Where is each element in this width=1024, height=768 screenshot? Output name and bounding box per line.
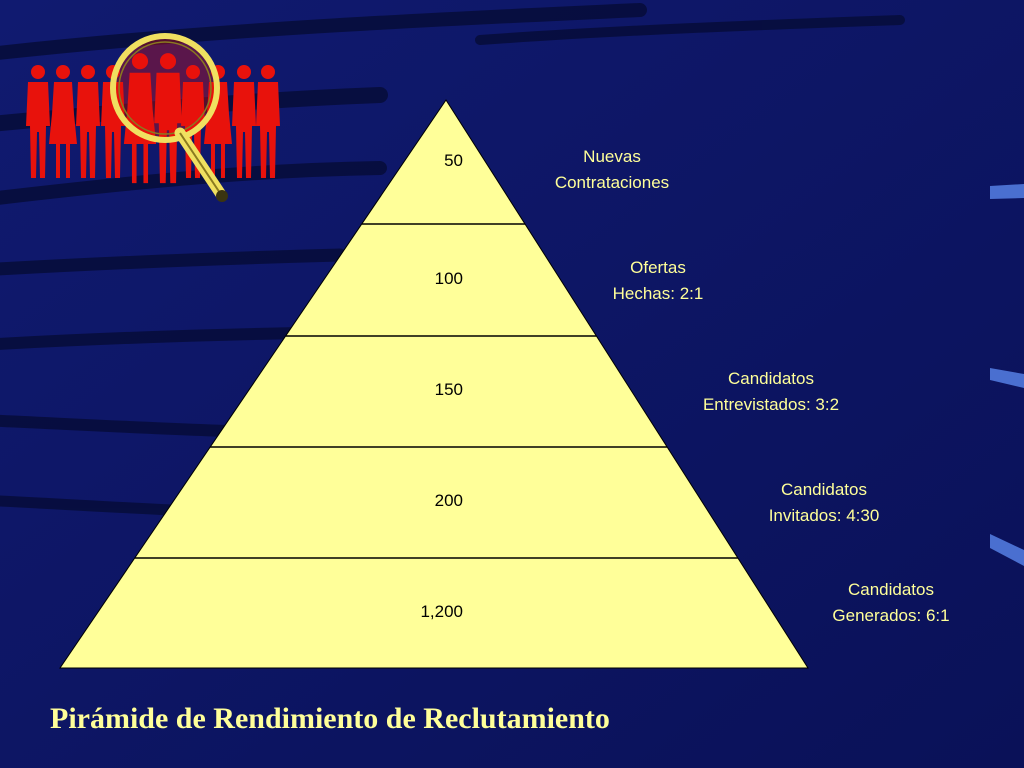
level-label-line: Entrevistados: 3:2 [702,395,840,414]
level-label-line: Invitados: 4:30 [768,506,880,525]
magnifying-glass-icon [110,33,228,202]
pyramid-dividers [134,223,738,559]
level-label-line: Candidatos [847,580,934,599]
level-label-line: Nuevas [583,147,641,166]
level-label-line: Ofertas [630,258,686,277]
people-search-clipart [26,33,280,202]
level-label-line: Candidatos [780,480,867,499]
person-icon [154,53,182,184]
level-label-line: Contrataciones [554,173,670,192]
level-value: 1,200 [420,602,463,621]
person-icon [26,65,50,178]
person-icon [232,65,256,178]
level-label-line: Candidatos [727,369,814,388]
level-value: 150 [434,380,463,399]
person-icon [49,65,77,178]
right-edge-accents [990,184,1024,566]
person-icon [76,65,100,178]
level-value: 50 [444,151,463,170]
level-label-line: Generados: 6:1 [832,606,950,625]
person-icon [256,65,280,178]
level-value: 200 [434,491,463,510]
slide-title: Pirámide de Rendimiento de Reclutamiento [50,702,610,735]
level-value: 100 [434,269,463,288]
pyramid-body [59,99,809,669]
level-label-line: Hechas: 2:1 [612,284,704,303]
